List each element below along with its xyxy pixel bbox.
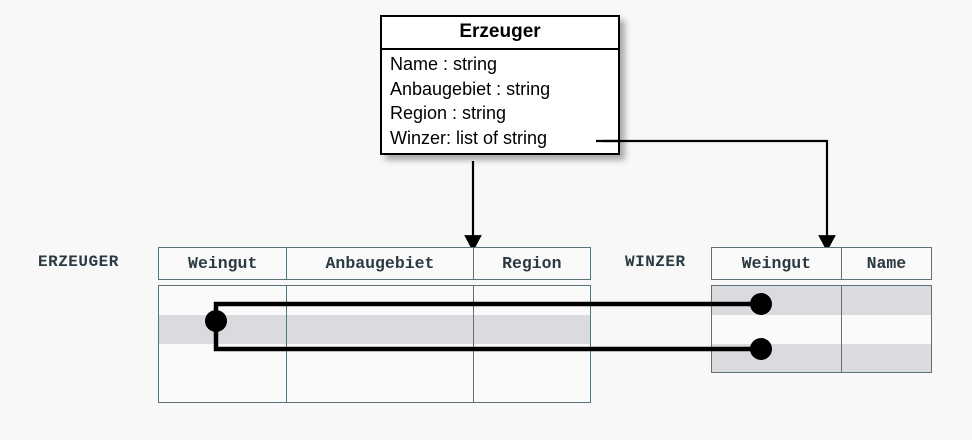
table-cell	[286, 373, 472, 402]
winzer-table-label: WINZER	[625, 253, 686, 271]
table-cell	[840, 315, 931, 344]
table-cell	[286, 315, 472, 344]
table-cell	[286, 344, 472, 373]
table-cell	[472, 344, 590, 373]
erzeuger-table-label: ERZEUGER	[38, 253, 119, 271]
uml-class-box: Erzeuger Name : string Anbaugebiet : str…	[380, 15, 620, 155]
table-row	[159, 315, 590, 344]
table-row	[712, 315, 931, 344]
table-cell	[159, 315, 286, 344]
table-cell	[159, 286, 286, 315]
table-row	[159, 286, 590, 315]
table-row	[159, 344, 590, 373]
table-row	[712, 344, 931, 372]
table-cell	[712, 344, 841, 372]
table-cell	[712, 286, 841, 315]
table-cell	[472, 286, 590, 315]
uml-attribute-anbaugebiet: Anbaugebiet : string	[390, 78, 551, 99]
table-cell	[472, 315, 590, 344]
uml-attribute-winzer: Winzer: list of string	[390, 127, 548, 148]
table-cell	[159, 373, 286, 402]
table-row	[159, 373, 590, 402]
table-cell	[840, 286, 931, 315]
table-cell	[712, 315, 841, 344]
table-cell	[472, 373, 590, 402]
arrow-winzer-attribute-to-winzer-table	[603, 139, 836, 252]
winzer-header-row: Weingut Name	[711, 247, 932, 280]
erzeuger-column-region: Region	[472, 248, 590, 279]
uml-attribute-region: Region : string	[390, 103, 507, 123]
table-cell	[286, 286, 472, 315]
erzeuger-header-row: Weingut Anbaugebiet Region	[158, 247, 591, 280]
winzer-column-weingut: Weingut	[741, 254, 812, 273]
erzeuger-column-anbaugebiet: Anbaugebiet	[286, 248, 472, 279]
winzer-column-name: Name	[840, 248, 931, 279]
table-cell	[840, 344, 931, 372]
erzeuger-table-body	[158, 285, 591, 403]
table-cell	[159, 344, 286, 373]
erzeuger-column-weingut: Weingut	[188, 254, 258, 273]
table-row	[712, 286, 931, 315]
uml-attribute-name: Name : string	[390, 54, 498, 74]
uml-attribute-list: Name : string Anbaugebiet : string Regio…	[382, 50, 618, 153]
uml-class-name: Erzeuger	[382, 17, 618, 50]
winzer-table-body	[711, 285, 932, 373]
